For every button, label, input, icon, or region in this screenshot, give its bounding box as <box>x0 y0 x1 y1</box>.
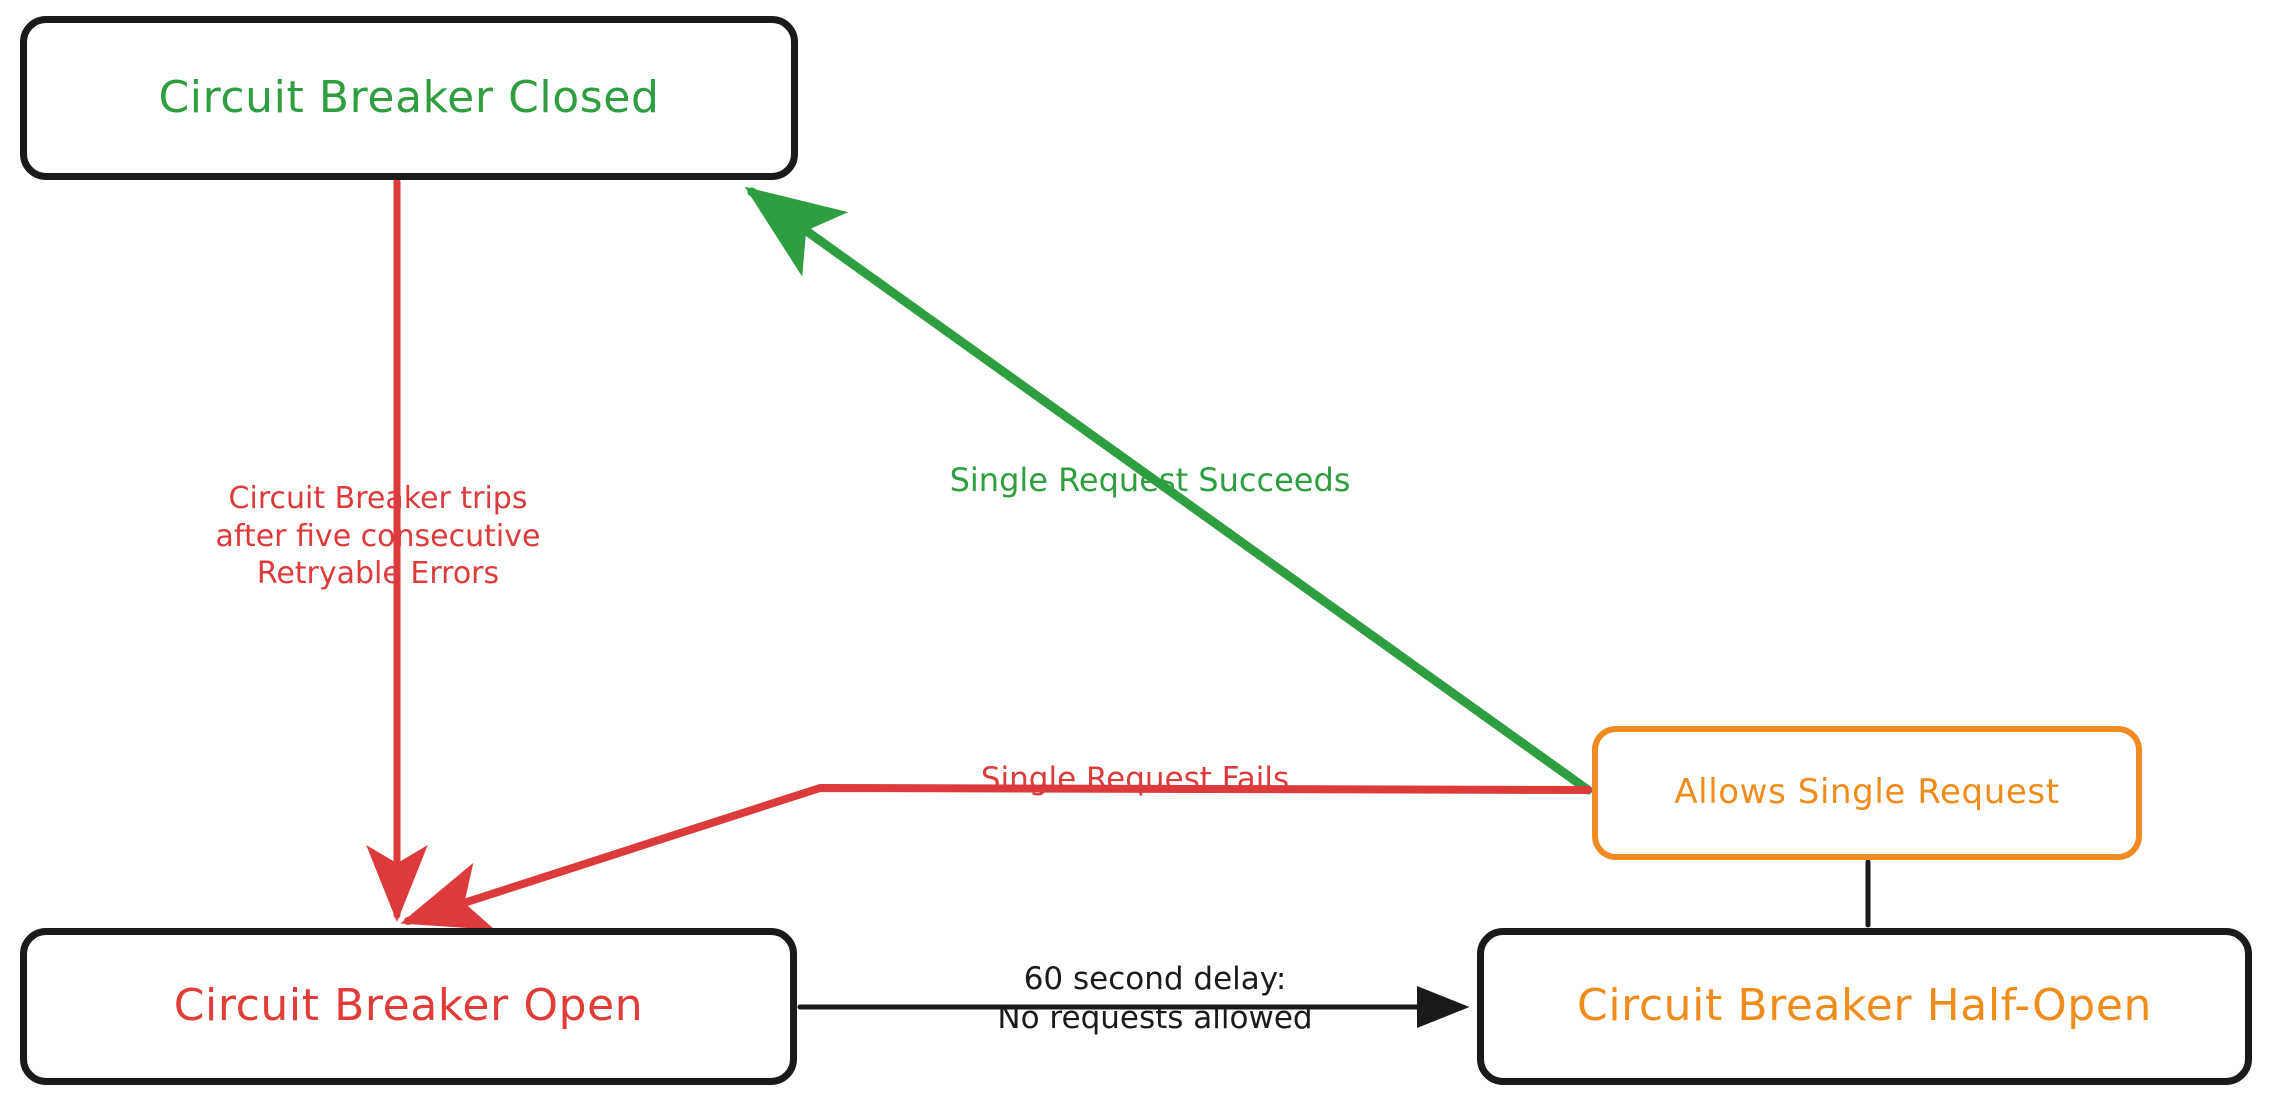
node-label-circuit-breaker-closed: Circuit Breaker Closed <box>158 71 660 123</box>
node-circuit-breaker-closed[interactable]: Circuit Breaker Closed <box>20 16 798 180</box>
edge-allows-to-open <box>400 784 1592 930</box>
node-label-circuit-breaker-half-open: Circuit Breaker Half-Open <box>1577 980 2152 1032</box>
node-allows-single-request[interactable]: Allows Single Request <box>1592 726 2142 860</box>
node-circuit-breaker-open[interactable]: Circuit Breaker Open <box>20 928 797 1085</box>
edge-label-single-request-succeeds: Single Request Succeeds <box>949 461 1351 499</box>
node-label-circuit-breaker-open: Circuit Breaker Open <box>173 980 644 1032</box>
edge-label-sixty-second-delay: 60 second delay: No requests allowed <box>997 961 1313 1036</box>
edge-allows-to-closed <box>744 186 1593 795</box>
edge-label-circuit-breaker-trips: Circuit Breaker trips after five consecu… <box>215 481 541 591</box>
node-label-allows-single-request: Allows Single Request <box>1674 772 2060 813</box>
edge-label-single-request-fails: Single Request Fails <box>980 761 1290 797</box>
node-circuit-breaker-half-open[interactable]: Circuit Breaker Half-Open <box>1477 928 2252 1085</box>
